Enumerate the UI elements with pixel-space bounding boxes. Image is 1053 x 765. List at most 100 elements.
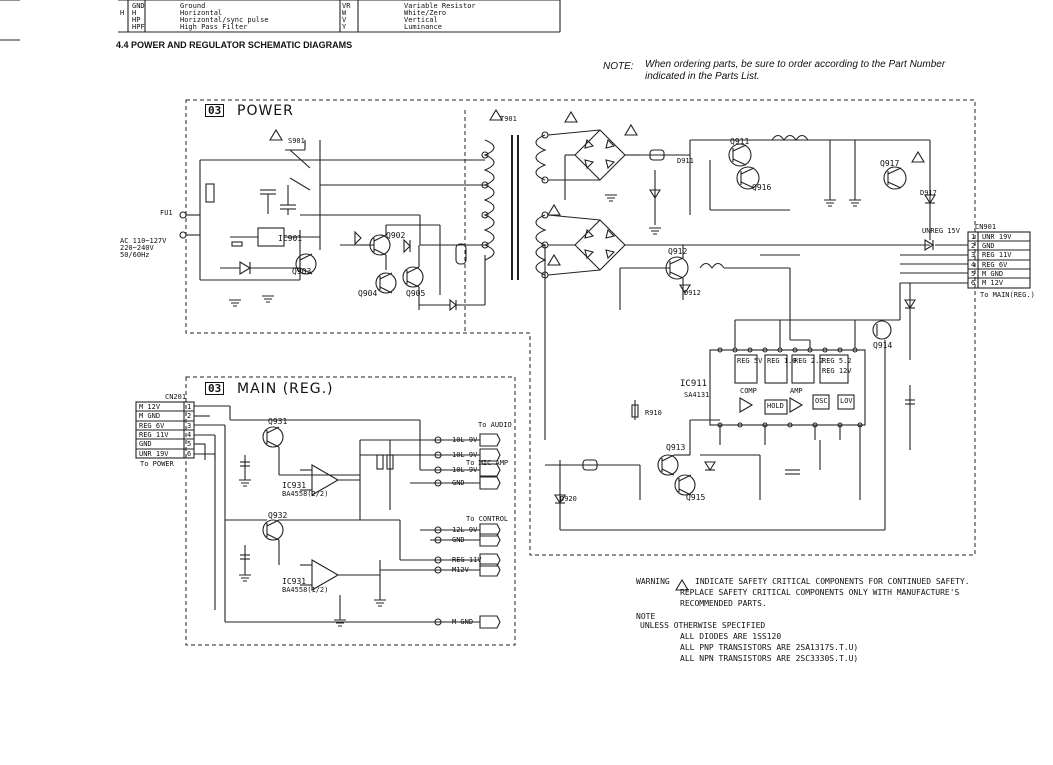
main-block-title: MAIN (REG.) [237,381,334,397]
pin-number: 6 [971,279,976,287]
main-connector-destination: To POWER [140,460,174,468]
note-prefix: NOTE: [603,61,634,72]
pin-number: 5 [971,270,976,278]
unless-line: UNLESS OTHERWISE SPECIFIED [640,621,766,630]
d920-label: D920 [560,495,577,503]
pin-number: 4 [971,261,976,269]
r910-label: R910 [645,409,662,417]
pin-label: M 12V [982,279,1004,287]
npn-note: ALL NPN TRANSISTORS ARE 2SC3330S.T.U) [680,654,859,663]
note-line-2: indicated in the Parts List. [645,71,760,82]
q931-label: Q931 [268,417,288,426]
pin-label: GND [982,242,995,250]
pin-number: 5 [187,440,192,448]
ic911-reg3: REG 5.2 [822,357,852,365]
legend-row3-c4: V [342,16,347,24]
legend-row1-c3: Ground [180,2,206,10]
q912-label: Q912 [668,247,688,256]
warning-line-3: RECOMMENDED PARTS. [680,599,767,608]
ic911-amp: AMP [790,387,803,395]
pin-label: REG 6V [139,422,165,430]
pin-number: 3 [187,422,192,430]
pin-label: UNR 19V [982,233,1012,241]
ic911-hold: HOLD [767,402,784,410]
pin-number: 2 [187,412,192,420]
output-b2: GND [452,479,465,487]
main-connector-label: CN201 [165,393,187,401]
legend-row2-c1: H [120,9,125,17]
to-control-label: To CONTROL [466,515,509,523]
q917-label: Q917 [880,159,900,168]
note-line-1: When ordering parts, be sure to order ac… [645,59,946,70]
legend-row3-c5: Vertical [404,16,438,24]
d911-label: D911 [677,157,694,165]
main-block-badge: 03 [205,382,225,395]
pin-number: 6 [187,450,192,458]
ic911-label: IC911 [680,379,708,389]
output-c2: GND [452,536,465,544]
pin-number: 2 [971,242,976,250]
q903-label: Q903 [292,267,312,276]
legend-row2-c2: H [132,9,137,17]
q913-label: Q913 [666,443,686,452]
legend-row1-c5: Variable Resistor [404,2,476,10]
ic931a-part: BA4558(2/2) [282,490,329,498]
ic911-reg5v: REG 5V [737,357,763,365]
section-title: 4.4 POWER AND REGULATOR SCHEMATIC DIAGRA… [116,40,353,50]
legend-row4-c5: Luminance [404,23,442,31]
ic931b-label: IC931 [282,577,307,586]
output-c1: 12L 9V [452,526,478,534]
q914-label: Q914 [873,341,893,350]
q915-label: Q915 [686,493,706,502]
pin-number: 3 [971,251,976,259]
q905-label: Q905 [406,289,426,298]
q904-label: Q904 [358,289,378,298]
pnp-note: ALL PNP TRANSISTORS ARE 2SA1317S.T.U) [680,643,859,652]
output-e1: M GND [452,618,474,626]
legend-row1-c2: GND [132,2,145,10]
legend-row3-c2: HP [132,16,141,24]
output-a2: 10L 9V [452,451,478,459]
ic911-osc: OSC [815,397,828,405]
legend-row2-c5: White/Zero [404,9,447,17]
power-block-badge: 03 [205,104,225,117]
pin-label: M GND [982,270,1004,278]
warning-line-2: REPLACE SAFETY CRITICAL COMPONENTS ONLY … [680,588,960,597]
note-label: NOTE [636,612,656,621]
pin-number: 4 [187,431,192,439]
q932-label: Q932 [268,511,288,520]
to-mic-amp-label: To MIC AMP [466,459,509,467]
q902-label: Q902 [386,231,406,240]
to-audio-label: To AUDIO [478,421,512,429]
q911-label: Q911 [730,137,750,146]
pin-label: REG 6V [982,261,1008,269]
ic901-label: IC901 [278,234,303,243]
ac-input-label: AC 110~127V 220~240V 50/60Hz [120,237,167,259]
power-cord-label: FU1 [160,209,173,217]
d912-label: D912 [684,289,701,297]
pin-label: REG 11V [982,251,1012,259]
diodes-note: ALL DIODES ARE 1SS120 [680,632,782,641]
output-d2: M12V [452,566,469,574]
power-connector-destination: To MAIN(REG.) [980,291,1035,299]
unreg-label: UNREG 15V [922,227,960,235]
ic931a-label: IC931 [282,481,307,490]
ic911-reg2: REG 2.2 [794,357,824,365]
ic911-lov: LOV [840,397,853,405]
transformer-label: T901 [500,115,517,123]
legend-row3-c3: Horizontal/sync pulse [180,16,269,24]
legend-row1-c4: VR [342,2,351,10]
pin-label: REG 11V [139,431,169,439]
pin-number: 1 [971,233,976,241]
ic931b-part: BA4558(1/2) [282,586,329,594]
legend-row4-c2: HPF [132,23,145,31]
ic911-reg4: REG 12V [822,367,852,375]
legend-row4-c3: High Pass Filter [180,23,248,31]
legend-row2-c4: W [342,9,347,17]
switch-label: S901 [288,137,305,145]
q916-label: Q916 [752,183,772,192]
d917-label: D917 [920,189,937,197]
pin-number: 1 [187,403,192,411]
ic911-part-label: SA4131 [684,391,710,399]
